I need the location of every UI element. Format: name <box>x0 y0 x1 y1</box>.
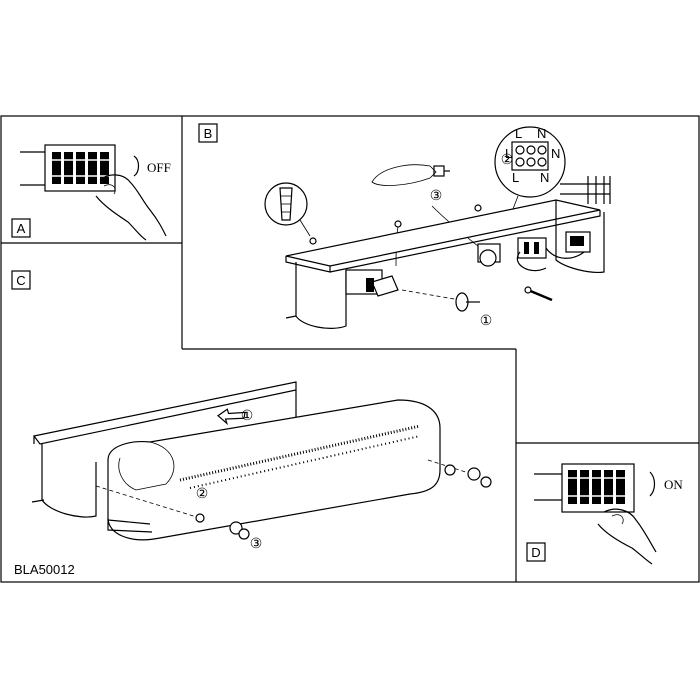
panel-c-label-box: C <box>11 270 31 290</box>
on-label: ON <box>664 477 683 492</box>
second-socket <box>477 243 501 267</box>
terminal-label-n-mid: N <box>551 146 560 161</box>
terminal-label-n-bot: N <box>540 170 549 185</box>
terminal-label-n-top: N <box>537 126 546 141</box>
wall-bracket <box>285 199 605 329</box>
step-1-marker-b: ① <box>480 314 493 329</box>
mounting-rail <box>31 381 297 518</box>
panel-d-label: D <box>531 545 540 560</box>
screw-guide-line <box>401 289 461 301</box>
product-code: BLA50012 <box>14 562 75 577</box>
terminal-label-l-top: L <box>515 126 522 141</box>
screw-b <box>524 286 553 302</box>
breaker-box-on <box>534 463 635 513</box>
panel-b-label-box: B <box>198 123 218 143</box>
rotate-arrow-icon-d <box>649 471 656 497</box>
lamp-socket <box>345 269 399 297</box>
supply-cables <box>560 176 611 204</box>
panel-d-label-box: D <box>526 542 546 562</box>
shade <box>107 399 441 541</box>
wall-anchor <box>455 292 480 312</box>
hand-icon <box>95 174 167 241</box>
wiring-callout: L N L N L N <box>494 126 566 223</box>
panel-a-label: A <box>17 221 26 236</box>
rotate-arrow-icon <box>133 155 140 177</box>
panel-b-label: B <box>204 126 213 141</box>
screw-c-right <box>444 464 492 488</box>
panel-a-label-box: A <box>11 218 31 238</box>
breaker-box-off <box>20 144 116 192</box>
hand-icon-d <box>597 508 657 565</box>
move-arrow-icon <box>217 408 246 426</box>
terminal-label-l-mid: L <box>505 146 512 161</box>
bracket-screws <box>309 204 482 245</box>
shade-perforation <box>179 424 421 489</box>
step-2-marker-b: ② <box>501 153 514 168</box>
screw-c-left <box>195 513 250 540</box>
terminal-block <box>516 231 591 272</box>
wall-plug-callout <box>264 182 311 237</box>
panel-frame <box>0 115 700 583</box>
breaker-switches-on <box>565 470 630 504</box>
step-2-marker-c: ② <box>196 487 209 502</box>
terminal-label-l-bot: L <box>512 170 519 185</box>
panel-c-label: C <box>16 273 25 288</box>
bulb-icon <box>371 164 450 186</box>
step-1-marker-c: ① <box>241 409 254 424</box>
off-label: OFF <box>147 160 171 175</box>
step-3-marker-b: ③ <box>430 189 443 204</box>
breaker-switches <box>48 152 112 184</box>
step-3-marker-c: ③ <box>250 537 263 552</box>
